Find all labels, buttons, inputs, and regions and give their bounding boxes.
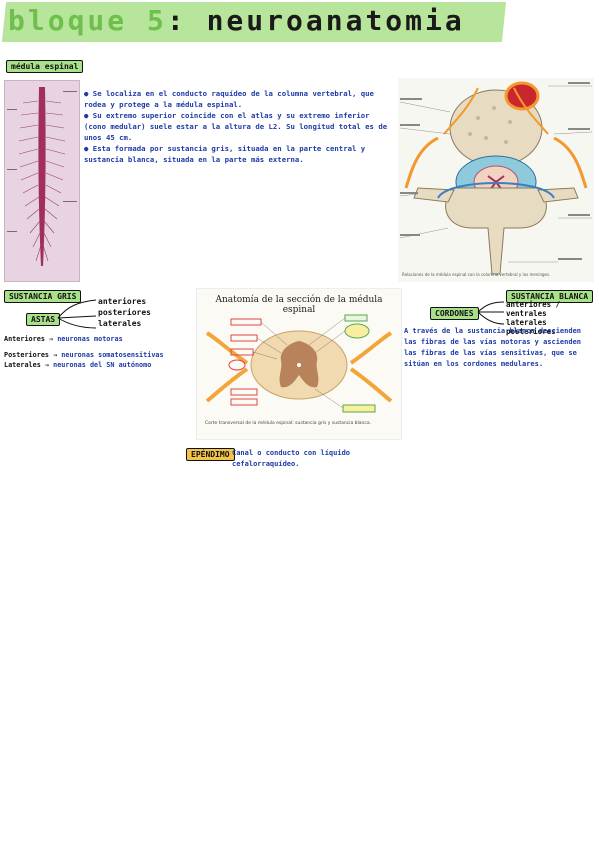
ependimo-tag: EPÉNDIMO: [186, 448, 235, 461]
spinal-section-figure: Anatomía de la sección de la médula espi…: [196, 288, 402, 440]
title-separator: :: [166, 4, 187, 37]
spinal-cord-illustration: [4, 80, 80, 282]
astas-branch-list: anteriores posteriores laterales: [98, 296, 151, 329]
spinal-section-drawing: [205, 314, 393, 413]
section-figure-caption: Corte transversal de la médula espinal: …: [205, 421, 372, 426]
sustancia-blanca-tag: SUSTANCIA BLANCA: [506, 290, 594, 303]
astas-laterales: laterales: [98, 319, 142, 328]
title-part-2: neuroanatomia: [206, 4, 465, 37]
astas-anteriores: anteriores: [98, 297, 147, 306]
astas-line-1: Anteriores ⇒ neuronas motoras: [4, 335, 123, 343]
title-part-1: bloque 5: [8, 4, 167, 37]
astas-posteriores: posteriores: [98, 308, 151, 317]
bullet-item-2: ● Su extremo superior coincide con el at…: [84, 111, 388, 142]
astas-line-2: Posteriores ⇒ neuronas somatosensitivas: [4, 351, 164, 359]
bullet-item-1: ● Se localiza en el conducto raquídeo de…: [84, 89, 374, 109]
cordones-branch-list: anteriores / ventrales laterales posteri…: [506, 300, 599, 336]
vertebra-drawing: [399, 81, 593, 275]
ependimo-text: Canal o conducto con líquido cefalorraqu…: [232, 449, 351, 468]
section-figure-title: Anatomía de la sección de la médula espi…: [215, 295, 383, 315]
vertebra-figure-caption: Relaciones de la médula espinal con la c…: [402, 272, 551, 277]
cordones-anteriores: anteriores / ventrales: [506, 300, 561, 318]
cordones-laterales: laterales: [506, 318, 547, 327]
cordones-posteriores: posteriores: [506, 327, 556, 336]
spinal-cord-drawing: [5, 81, 79, 281]
sustancia-blanca-text: A través de la sustancia blanca desciend…: [404, 327, 582, 368]
sustancia-gris-tag: SUSTANCIA GRIS: [4, 290, 82, 303]
bullet-item-3: ● Esta formada por sustancia gris, situa…: [84, 144, 366, 164]
cordones-branch-lines: [477, 301, 505, 325]
astas-branch-lines: [57, 299, 97, 329]
page-title: bloque 5: neuroanatomia: [8, 4, 465, 37]
cordones-tag: CORDONES: [430, 307, 479, 320]
astas-line-3: Laterales ⇒ neuronas del SN autónomo: [4, 361, 152, 369]
astas-neuron-list: Anteriores ⇒ neuronas motoras Posteriore…: [4, 334, 200, 370]
bullet-list: ● Se localiza en el conducto raquídeo de…: [84, 88, 394, 165]
section-tag-medula: médula espinal: [6, 60, 84, 73]
vertebra-section-illustration: Relaciones de la médula espinal con la c…: [398, 78, 594, 282]
